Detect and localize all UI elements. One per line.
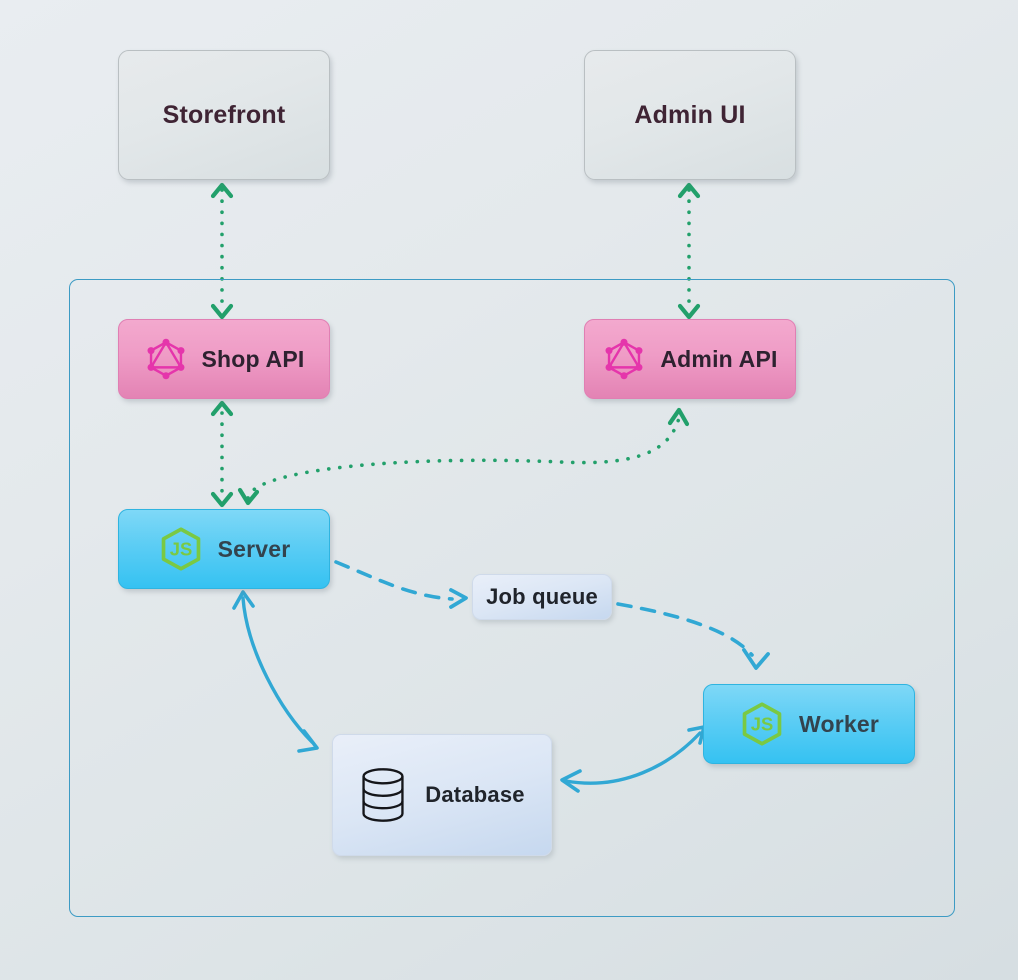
database-icon [362, 768, 404, 822]
node-database[interactable]: Database [332, 734, 552, 856]
svg-text:JS: JS [169, 538, 192, 559]
node-storefront-label: Storefront [162, 100, 286, 129]
node-admin-ui-label: Admin UI [634, 100, 746, 129]
node-worker-label: Worker [798, 710, 880, 737]
nodejs-icon: JS [161, 527, 200, 571]
node-shop-api-label: Shop API [201, 345, 305, 372]
node-database-label: Database [425, 782, 525, 807]
node-job-queue[interactable]: Job queue [472, 574, 612, 620]
graphql-icon [605, 338, 643, 380]
graphql-icon [147, 338, 184, 380]
node-worker[interactable]: JS Worker [703, 684, 915, 764]
svg-text:JS: JS [751, 713, 774, 734]
node-admin-api-label: Admin API [660, 345, 778, 372]
server-group-container [69, 279, 955, 917]
node-server[interactable]: JS Server [118, 509, 330, 589]
node-admin-api[interactable]: Admin API [584, 319, 796, 399]
node-storefront[interactable]: Storefront [118, 50, 330, 180]
nodejs-icon: JS [742, 702, 782, 746]
node-job-queue-label: Job queue [486, 584, 598, 609]
node-shop-api[interactable]: Shop API [118, 319, 330, 399]
node-server-label: Server [217, 535, 291, 562]
node-admin-ui[interactable]: Admin UI [584, 50, 796, 180]
